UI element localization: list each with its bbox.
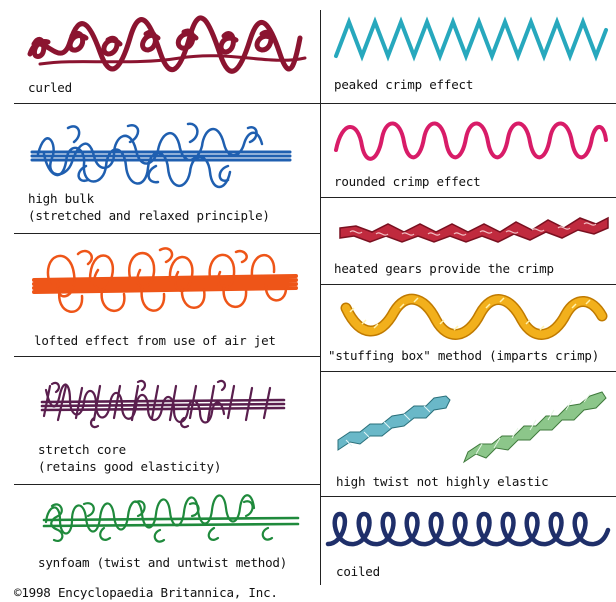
- divider: [320, 10, 321, 585]
- panel-label: lofted effect from use of air jet: [34, 332, 276, 350]
- panel-label: (retains good elasticity): [38, 458, 221, 476]
- panel-label: peaked crimp effect: [334, 76, 473, 94]
- panel-label: curled: [28, 79, 72, 97]
- panel-label: (stretched and relaxed principle): [28, 207, 270, 225]
- divider: [320, 371, 616, 372]
- divider: [320, 496, 616, 497]
- panel-label: "stuffing box" method (imparts crimp): [328, 347, 599, 365]
- rounded-crimp-illustration: [332, 116, 610, 162]
- divider: [320, 197, 616, 198]
- stuffing-box-illustration: [340, 294, 610, 344]
- panel-label: synfoam (twist and untwist method): [38, 554, 287, 572]
- peaked-crimp-illustration: [332, 16, 610, 62]
- divider: [14, 356, 320, 357]
- panel-label: coiled: [336, 563, 380, 581]
- curled-yarn-illustration: [20, 14, 310, 80]
- lofted-yarn-illustration: [30, 244, 300, 320]
- stretch-core-yarn-illustration: [38, 376, 288, 432]
- heated-gears-illustration: [336, 210, 612, 246]
- panel-label: high bulk: [28, 190, 94, 208]
- panel-label: high twist not highly elastic: [336, 473, 548, 491]
- panel-label: rounded crimp effect: [334, 173, 481, 191]
- synfoam-yarn-illustration: [40, 494, 302, 550]
- divider: [320, 103, 616, 104]
- divider: [14, 103, 320, 104]
- divider: [14, 484, 320, 485]
- coiled-illustration: [324, 508, 612, 552]
- divider: [14, 233, 320, 234]
- panel-label: stretch core: [38, 441, 126, 459]
- divider: [320, 284, 616, 285]
- panel-label: heated gears provide the crimp: [334, 260, 554, 278]
- high-twist-illustration: [334, 378, 610, 468]
- copyright-notice: ©1998 Encyclopaedia Britannica, Inc.: [14, 584, 278, 602]
- high-bulk-yarn-illustration: [28, 118, 294, 188]
